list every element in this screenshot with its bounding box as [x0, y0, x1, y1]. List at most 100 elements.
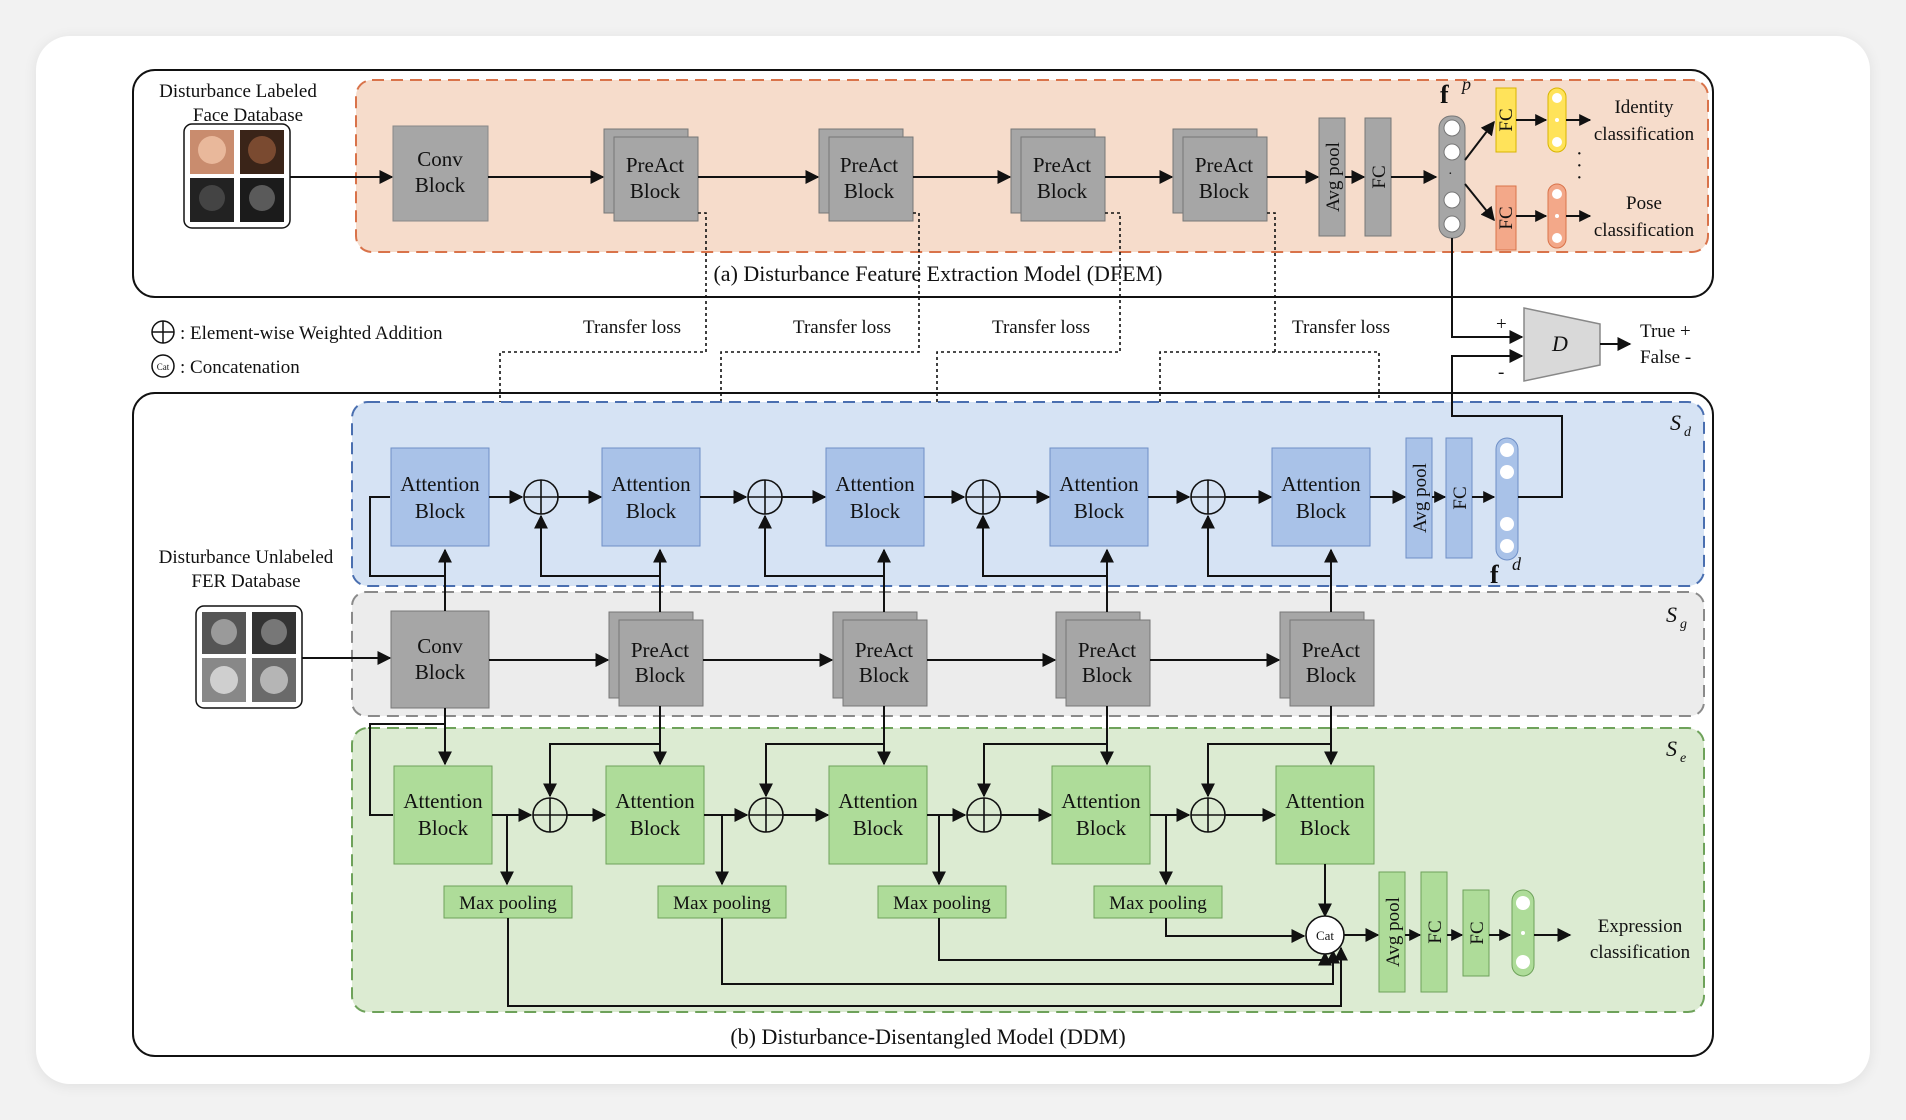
concatenation-node: Cat [1305, 915, 1345, 955]
identity-fc: FC [1495, 87, 1517, 153]
dfem-database-label-1: Disturbance Labeled [159, 81, 317, 102]
ddm-database-label-1: Disturbance Unlabeled [159, 547, 334, 568]
svg-text:Block: Block [415, 499, 466, 523]
pose-fc: FC [1495, 185, 1517, 251]
sd-attention-block-2: Attention Block [601, 447, 701, 547]
expression-classification-label-1: Expression [1598, 916, 1683, 937]
transfer-loss-label-3: Transfer loss [992, 317, 1090, 338]
feature-vector-fp: f p · [1438, 74, 1471, 239]
svg-text:FC: FC [1496, 206, 1517, 229]
svg-text:Block: Block [418, 816, 469, 840]
svg-text:Attention: Attention [1061, 789, 1141, 813]
sg-preact-block-2: PreAct Block [832, 611, 928, 707]
sg-conv-block: Conv Block [390, 610, 490, 709]
svg-text:·: · [1448, 167, 1453, 182]
svg-text:FC: FC [1496, 108, 1517, 131]
svg-text:: Concatenation: : Concatenation [180, 357, 300, 378]
dfem-conv-block: Conv Block [392, 125, 489, 222]
se-addition-4 [1190, 797, 1226, 833]
sd-attention-block-5: Attention Block [1271, 447, 1371, 547]
svg-text:FC: FC [1467, 921, 1488, 944]
max-pooling-1: Max pooling [443, 885, 573, 919]
svg-text:Block: Block [850, 499, 901, 523]
svg-text:Attention: Attention [403, 789, 483, 813]
legend-concatenation: Cat : Concatenation [151, 354, 300, 378]
se-avg-pool: Avg pool [1378, 871, 1406, 993]
svg-text:Block: Block [1306, 663, 1357, 687]
transfer-loss-label-1: Transfer loss [583, 317, 681, 338]
svg-text:Block: Block [859, 663, 910, 687]
sd-addition-4 [1190, 479, 1226, 515]
identity-classification-label-2: classification [1594, 124, 1695, 145]
max-pooling-4: Max pooling [1093, 885, 1223, 919]
svg-text:PreAct: PreAct [626, 153, 684, 177]
se-addition-1 [532, 797, 568, 833]
dfem-face-image-grid [183, 123, 291, 229]
svg-text:Conv: Conv [417, 147, 463, 171]
svg-text:Attention: Attention [611, 472, 691, 496]
svg-text:g: g [1680, 617, 1687, 632]
sd-attention-block-3: Attention Block [825, 447, 925, 547]
svg-text:Avg pool: Avg pool [1410, 463, 1431, 533]
svg-text:p: p [1460, 74, 1471, 94]
dfem-avg-pool: Avg pool [1318, 117, 1346, 237]
transfer-loss-label-2: Transfer loss [793, 317, 891, 338]
discriminator-plus: + [1496, 314, 1507, 335]
sd-addition-1 [523, 479, 559, 515]
discriminator-true-label: True + [1640, 321, 1691, 342]
fp-to-discriminator-line [1451, 238, 1524, 344]
svg-text:Avg pool: Avg pool [1323, 142, 1344, 212]
dfem-preact-block-1: PreAct Block [603, 128, 699, 222]
svg-text:d: d [1684, 425, 1692, 440]
se-attention-block-2: Attention Block [605, 765, 705, 865]
svg-text:Block: Block [1296, 499, 1347, 523]
svg-text:PreAct: PreAct [1078, 638, 1136, 662]
feature-vector-fd: f d [1490, 437, 1522, 589]
svg-text:Attention: Attention [400, 472, 480, 496]
se-attention-block-5: Attention Block [1275, 765, 1375, 865]
sd-label: S [1670, 410, 1681, 435]
pose-classification-label-2: classification [1594, 220, 1695, 241]
svg-text:Block: Block [1037, 179, 1088, 203]
svg-text:FC: FC [1425, 920, 1446, 943]
expression-classification-label-2: classification [1590, 942, 1691, 963]
svg-text:Avg pool: Avg pool [1383, 897, 1404, 967]
max-pooling-2: Max pooling [657, 885, 787, 919]
svg-text:Attention: Attention [1281, 472, 1361, 496]
pose-classification-label-1: Pose [1626, 193, 1662, 214]
dfem-preact-block-3: PreAct Block [1010, 128, 1106, 222]
se-label: S [1666, 736, 1677, 761]
discriminator-minus: - [1498, 362, 1504, 383]
svg-text:Block: Block [1082, 663, 1133, 687]
svg-text:Block: Block [1199, 179, 1250, 203]
svg-text:Attention: Attention [1285, 789, 1365, 813]
se-addition-3 [966, 797, 1002, 833]
sd-avg-pool: Avg pool [1405, 437, 1433, 559]
svg-text:Cat: Cat [157, 362, 170, 372]
ddm-database-label-2: FER Database [191, 571, 300, 592]
svg-text:PreAct: PreAct [855, 638, 913, 662]
transfer-loss-label-4: Transfer loss [1292, 317, 1390, 338]
ddm-face-image-grid [195, 605, 303, 709]
svg-text:FC: FC [1450, 486, 1471, 509]
svg-text:Attention: Attention [615, 789, 695, 813]
svg-text:Block: Block [630, 179, 681, 203]
sd-addition-2 [747, 479, 783, 515]
svg-text:Block: Block [1300, 816, 1351, 840]
svg-text:Block: Block [415, 660, 466, 684]
sg-label: S [1666, 602, 1677, 627]
dfem-caption: (a) Disturbance Feature Extraction Model… [713, 261, 1162, 286]
sg-preact-block-4: PreAct Block [1279, 611, 1375, 707]
svg-text:: Element-wise Weighted Additi: : Element-wise Weighted Addition [180, 323, 443, 344]
sd-attention-block-4: Attention Block [1049, 447, 1149, 547]
se-fc-2: FC [1462, 889, 1490, 977]
dfem-preact-block-2: PreAct Block [818, 128, 914, 222]
svg-text:·: · [1576, 155, 1583, 177]
svg-text:Max pooling: Max pooling [459, 893, 557, 914]
pose-output-vector [1547, 183, 1567, 249]
svg-text:Attention: Attention [838, 789, 918, 813]
legend-addition: : Element-wise Weighted Addition [151, 320, 443, 344]
dfem-preact-block-4: PreAct Block [1172, 128, 1268, 222]
svg-text:PreAct: PreAct [840, 153, 898, 177]
